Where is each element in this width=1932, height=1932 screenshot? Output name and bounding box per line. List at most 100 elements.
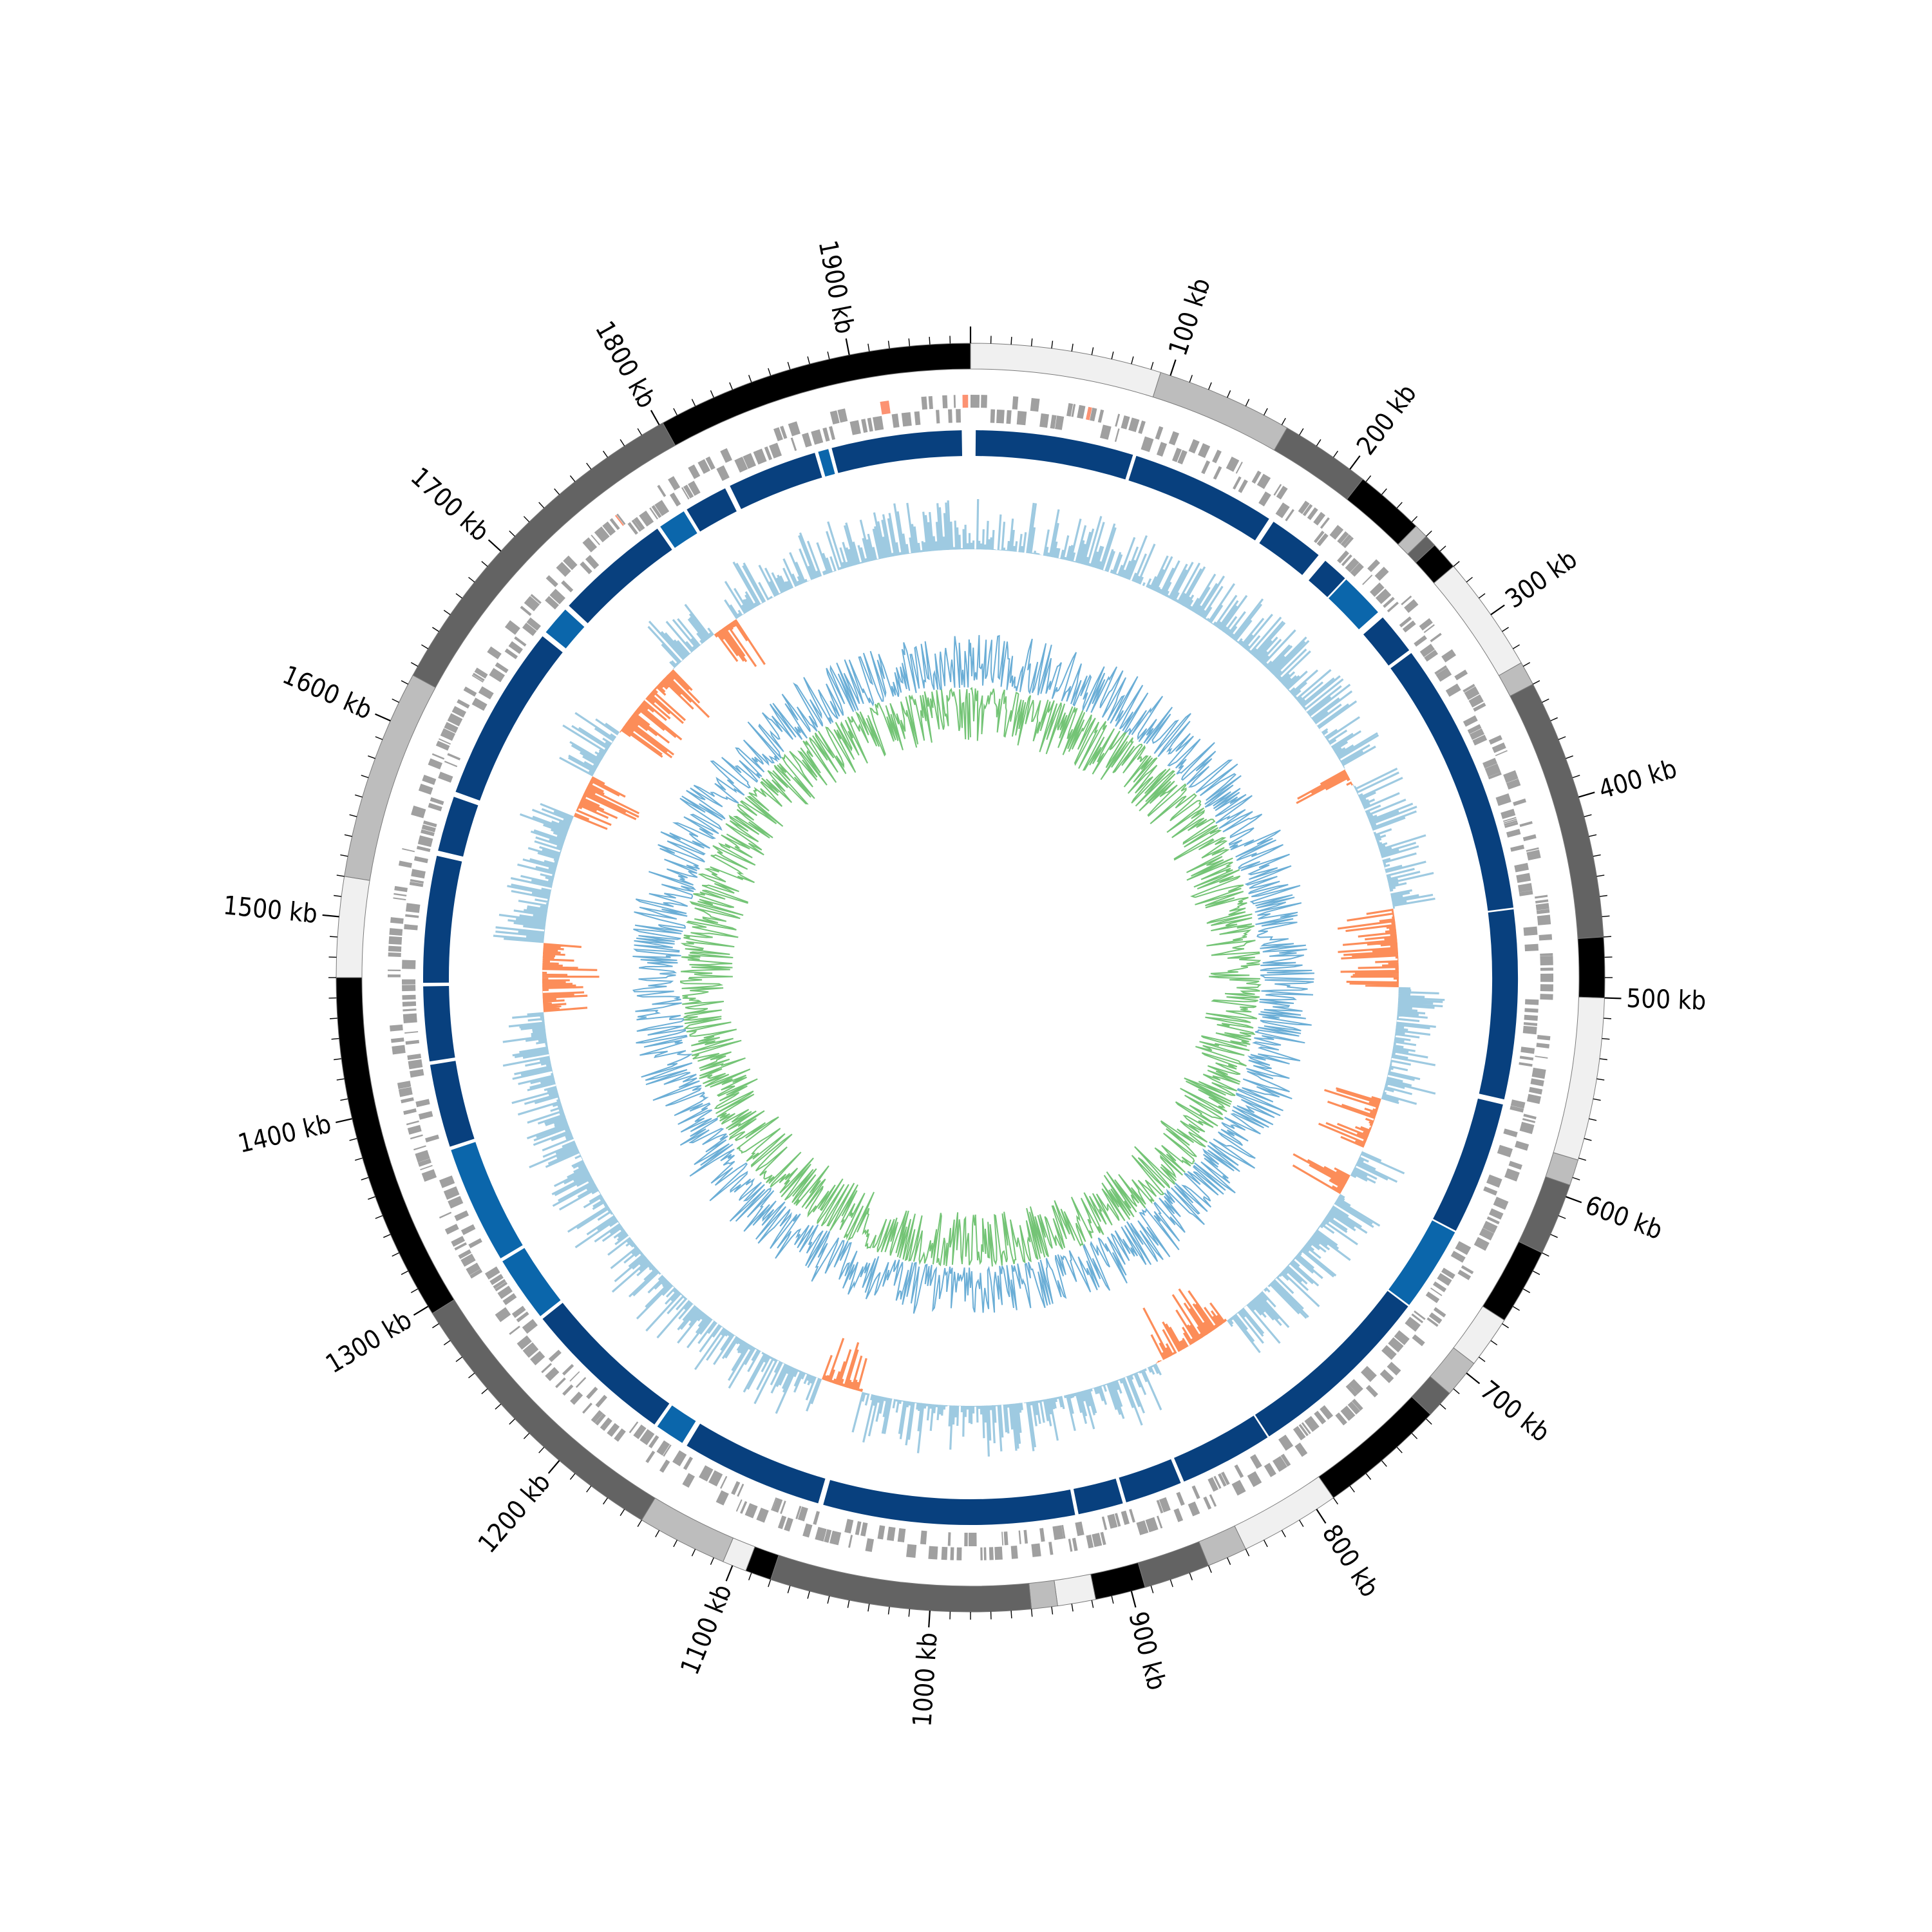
region-block <box>1255 1291 1408 1437</box>
region-block <box>818 449 835 477</box>
gene-feature <box>1347 1401 1361 1415</box>
gene-feature <box>936 410 940 424</box>
gene-feature <box>495 662 509 674</box>
gene-feature <box>1052 1525 1064 1540</box>
gene-feature <box>1075 1521 1084 1537</box>
gene-feature <box>575 1377 587 1388</box>
gene-feature <box>545 1367 560 1381</box>
gene-feature <box>811 429 824 445</box>
minor-tick <box>1281 417 1286 426</box>
minor-tick <box>410 662 419 667</box>
gene-feature <box>1506 779 1521 790</box>
minor-tick <box>1532 680 1540 685</box>
gene-feature <box>1461 1265 1474 1274</box>
gene-feature <box>1469 728 1484 740</box>
minor-tick <box>827 351 830 359</box>
gene-feature <box>633 516 645 531</box>
gene-feature <box>1379 1369 1394 1383</box>
gene-feature <box>1314 531 1325 544</box>
major-tick <box>1604 997 1622 999</box>
gene-feature <box>1340 534 1352 547</box>
tick-label: 800 kb <box>1316 1519 1385 1602</box>
minor-tick <box>1572 1177 1580 1180</box>
gene-feature <box>1198 443 1211 459</box>
gene-feature <box>1345 558 1359 573</box>
gene-feature <box>877 1525 886 1540</box>
region-block <box>1329 579 1378 630</box>
karyotype-ring <box>336 343 1605 1613</box>
gene-feature <box>447 753 461 761</box>
gene-feature <box>444 761 458 768</box>
gene-feature <box>457 699 470 709</box>
gene-feature <box>1411 1313 1424 1323</box>
gene-feature <box>822 427 830 442</box>
gene-feature <box>1445 683 1461 697</box>
gene-feature <box>1540 967 1553 971</box>
gene-feature <box>406 1120 419 1126</box>
gene-feature <box>401 1097 414 1104</box>
gene-feature <box>1071 404 1076 417</box>
gene-feature <box>1341 554 1352 567</box>
gene-feature <box>788 421 800 437</box>
gene-feature <box>645 1450 656 1463</box>
gene-feature <box>1099 424 1112 440</box>
region-block <box>730 453 822 509</box>
minor-tick <box>1558 1215 1566 1219</box>
gene-feature <box>681 487 690 500</box>
gene-feature <box>454 1242 468 1251</box>
gene-feature <box>1168 431 1180 446</box>
gene-feature <box>1208 1477 1219 1492</box>
karyotype-band <box>662 343 971 446</box>
gene-feature <box>417 835 433 848</box>
gene-feature <box>780 1501 786 1514</box>
karyotype-band <box>336 876 370 978</box>
gene-feature <box>1441 649 1457 663</box>
gene-feature <box>514 636 527 647</box>
gene-feature <box>1539 934 1553 941</box>
gene-feature <box>520 605 532 616</box>
gene-feature <box>502 1293 517 1305</box>
karyotype-band <box>1510 683 1604 939</box>
minor-tick <box>1227 1557 1231 1565</box>
gene-feature <box>865 1538 875 1552</box>
gene-feature <box>407 1124 422 1135</box>
tick-label: 500 kb <box>1626 984 1707 1016</box>
major-tick <box>725 1565 734 1582</box>
gene-feature <box>393 893 407 897</box>
gene-feature <box>403 1108 417 1115</box>
minor-tick <box>1381 1460 1387 1467</box>
region-block <box>451 1142 523 1258</box>
gene-feature <box>659 1459 670 1473</box>
gene-feature <box>1518 883 1533 893</box>
minor-tick <box>807 356 810 365</box>
gene-feature <box>428 758 443 770</box>
minor-tick <box>768 368 772 376</box>
gene-feature <box>1419 643 1435 658</box>
gene-feature <box>469 1269 483 1279</box>
gene-feature <box>1519 1056 1534 1061</box>
gene-feature <box>1235 461 1243 474</box>
minor-tick <box>443 1340 451 1345</box>
gene-feature <box>1468 694 1484 708</box>
gene-feature <box>495 1282 508 1292</box>
minor-tick <box>1316 439 1321 446</box>
gene-feature <box>1536 1043 1550 1048</box>
minor-tick <box>1453 561 1460 567</box>
gene-feature <box>1424 649 1439 662</box>
minor-tick <box>1051 341 1054 349</box>
minor-tick <box>1010 337 1012 345</box>
gene-feature <box>1426 1317 1439 1327</box>
gene-feature <box>1234 1464 1244 1478</box>
minor-tick <box>1490 1340 1498 1345</box>
gene-feature <box>1012 396 1019 410</box>
gene-feature <box>1177 450 1188 465</box>
gene-feature <box>607 1423 620 1437</box>
gc-content-above <box>632 634 1315 1314</box>
minor-tick <box>569 475 576 482</box>
minor-tick <box>443 610 451 616</box>
minor-tick <box>710 1557 714 1565</box>
gene-feature <box>431 753 445 760</box>
karyotype-band <box>1090 1562 1146 1600</box>
gene-feature <box>920 1530 927 1545</box>
gene-feature <box>1522 1025 1537 1035</box>
